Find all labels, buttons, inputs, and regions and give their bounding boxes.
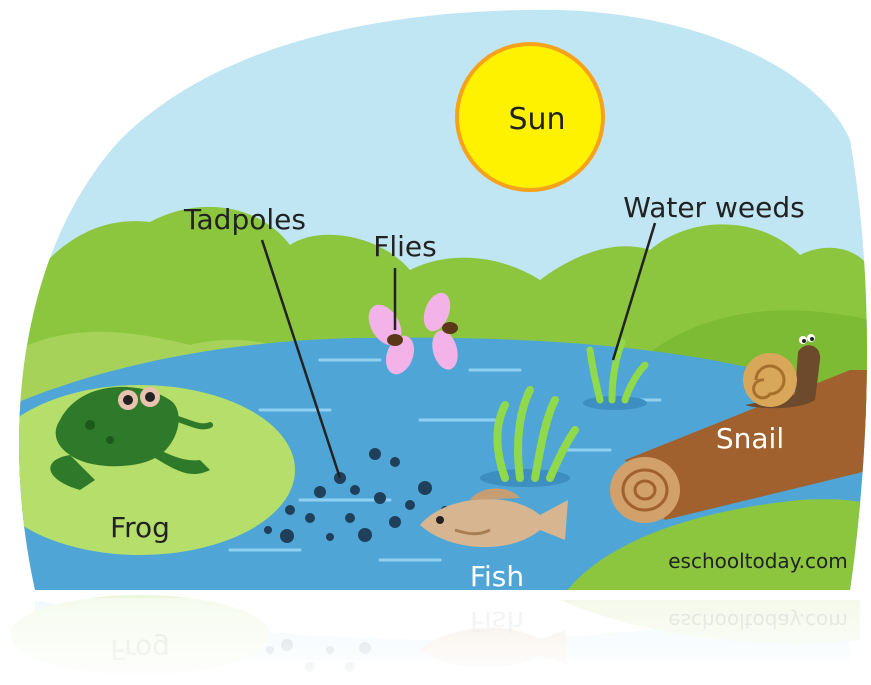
label-flies: Flies: [373, 230, 436, 263]
label-sun: Sun: [508, 102, 565, 137]
label-snail: Snail: [716, 422, 784, 455]
label-tadpoles: Tadpoles: [183, 203, 306, 236]
scene-illustration: [0, 0, 871, 600]
label-fish: Fish: [470, 560, 524, 593]
watermark-text: eschooltoday.com: [668, 549, 848, 573]
reflection-fade: [0, 598, 871, 685]
label-water-weeds: Water weeds: [623, 191, 804, 224]
label-frog: Frog: [110, 511, 170, 544]
